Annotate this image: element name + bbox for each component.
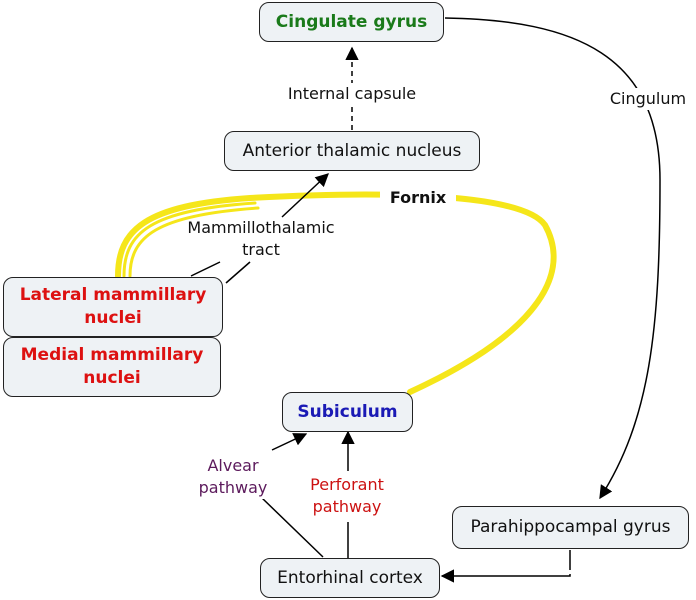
cingulum-arrow xyxy=(444,17,661,500)
mammillothalamic-arrow-head xyxy=(281,173,329,218)
alvear-arrow-head xyxy=(271,433,308,451)
entorhinal-cortex-node: Entorhinal cortex xyxy=(260,558,440,598)
parahippocampal-gyrus-label: Parahippocampal gyrus xyxy=(470,517,671,537)
mammillothalamic-line-lower xyxy=(225,261,251,284)
perforant-pathway-label: Perforant pathway xyxy=(300,474,394,518)
medial-mammillary-nuclei-label: Medial mammillary nuclei xyxy=(20,345,204,388)
anterior-thalamic-nucleus-node: Anterior thalamic nucleus xyxy=(224,131,480,171)
parahippocampal-gyrus-node: Parahippocampal gyrus xyxy=(452,506,689,549)
parahippocampal-to-entorhinal-arrow xyxy=(440,550,571,583)
cingulum-label: Cingulum xyxy=(600,88,696,110)
subiculum-label: Subiculum xyxy=(297,401,398,422)
alvear-pathway-label: Alvear pathway xyxy=(193,455,273,499)
internal-capsule-label: Internal capsule xyxy=(272,83,432,105)
alvear-line xyxy=(261,497,324,558)
mammillothalamic-tract-label: Mammillothalamic tract xyxy=(187,218,335,259)
anterior-thalamic-nucleus-label: Anterior thalamic nucleus xyxy=(242,140,462,161)
entorhinal-cortex-label: Entorhinal cortex xyxy=(277,567,423,588)
medial-mammillary-nuclei-node: Medial mammillary nuclei xyxy=(3,337,221,397)
fornix-label: Fornix xyxy=(380,187,456,209)
mammillothalamic-line-left xyxy=(190,261,221,277)
cingulate-gyrus-node: Cingulate gyrus xyxy=(259,2,444,42)
lateral-mammillary-nuclei-label: Lateral mammillary nuclei xyxy=(19,285,207,328)
subiculum-node: Subiculum xyxy=(282,392,413,432)
cingulate-gyrus-label: Cingulate gyrus xyxy=(275,11,428,32)
lateral-mammillary-nuclei-node: Lateral mammillary nuclei xyxy=(3,277,223,337)
fornix-tract xyxy=(115,191,557,395)
